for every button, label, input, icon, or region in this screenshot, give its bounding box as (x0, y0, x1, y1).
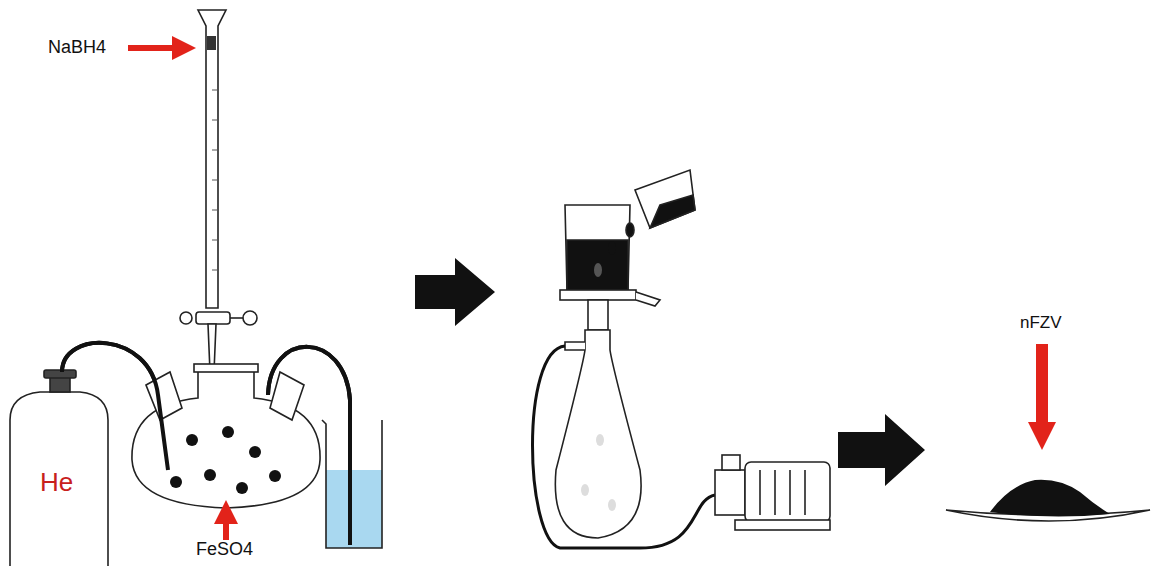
label-text: He (40, 468, 73, 497)
label-text: nFZV (1020, 314, 1062, 333)
three-neck-flask (132, 364, 320, 508)
burette (180, 10, 257, 372)
vacuum-hose (533, 346, 716, 548)
pointer-arrow (128, 45, 184, 51)
powder (990, 480, 1110, 517)
gas-cylinder (10, 370, 108, 566)
step-arrow (838, 414, 925, 486)
step-arrow (415, 258, 495, 326)
vacuum-pump (715, 455, 830, 530)
pointer-arrow (223, 512, 229, 540)
label-text: NaBH4 (48, 38, 106, 58)
label-text: FeSO4 (196, 540, 253, 560)
pointer-arrow (1036, 344, 1048, 425)
filtration-setup (555, 170, 695, 538)
particles (170, 426, 281, 494)
beaker (322, 420, 382, 548)
